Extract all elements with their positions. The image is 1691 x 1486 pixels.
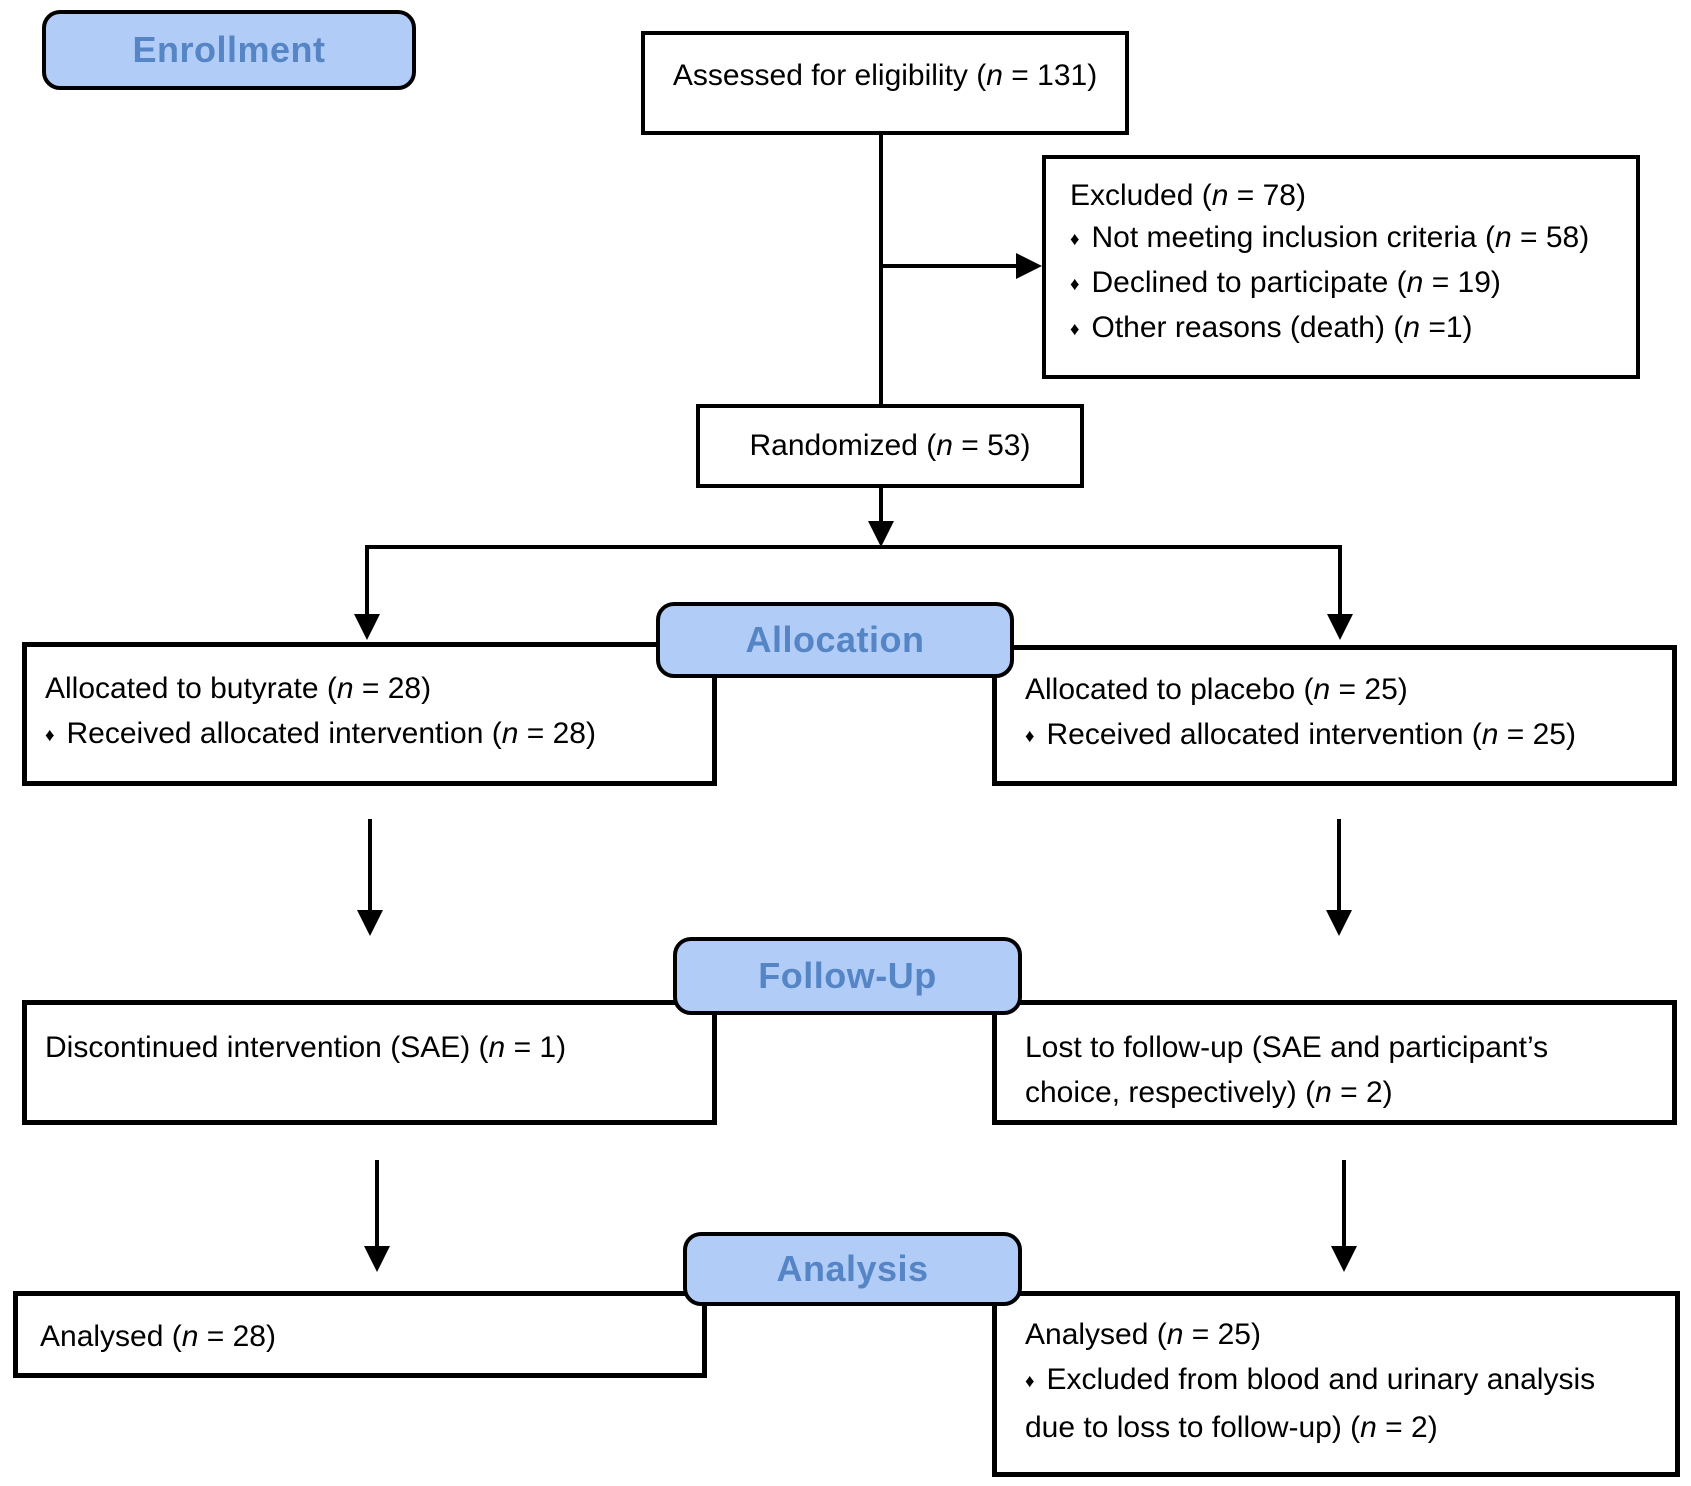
connector-branch-left	[365, 549, 369, 615]
stage-label-analysis: Analysis	[776, 1248, 929, 1289]
stage-badge-enrollment: Enrollment	[42, 10, 416, 90]
branch-line	[365, 545, 1342, 549]
arrowhead-analysis-left	[364, 1246, 390, 1272]
stage-badge-allocation: Allocation	[656, 602, 1014, 678]
arrowhead-analysis-right	[1331, 1246, 1357, 1272]
box-allocated-butyrate: Allocated to butyrate (n = 28)♦Received …	[22, 642, 717, 786]
box-followup-butyrate: Discontinued intervention (SAE) (n = 1)	[22, 1000, 717, 1125]
box-analysed-placebo: Analysed (n = 25)♦Excluded from blood an…	[992, 1291, 1680, 1477]
arrowhead-followup-left	[357, 910, 383, 936]
connector-to-excluded	[881, 264, 1016, 268]
arrowhead-alloc-right	[1327, 614, 1353, 640]
stage-badge-followup: Follow-Up	[673, 937, 1022, 1015]
box-allocated-placebo: Allocated to placebo (n = 25)♦Received a…	[992, 645, 1677, 786]
box-randomized: Randomized (n = 53)	[696, 404, 1084, 488]
connector-followup-to-analysis-right	[1342, 1160, 1346, 1247]
box-assessed-for-eligibility: Assessed for eligibility (n = 131)	[641, 31, 1129, 135]
connector-alloc-to-followup-right	[1337, 819, 1341, 911]
box-followup-placebo: Lost to follow-up (SAE and participant’s…	[992, 1000, 1677, 1125]
connector-alloc-to-followup-left	[368, 819, 372, 911]
stage-label-enrollment: Enrollment	[132, 29, 326, 70]
stage-label-allocation: Allocation	[745, 619, 925, 660]
stage-label-followup: Follow-Up	[758, 955, 937, 996]
arrowhead-branch	[868, 521, 894, 547]
box-excluded: Excluded (n = 78)♦Not meeting inclusion …	[1042, 155, 1640, 379]
box-analysed-butyrate: Analysed (n = 28)	[13, 1291, 707, 1378]
stage-badge-analysis: Analysis	[683, 1232, 1022, 1306]
arrowhead-followup-right	[1326, 910, 1352, 936]
arrowhead-alloc-left	[354, 614, 380, 640]
arrowhead-excluded	[1016, 253, 1042, 279]
connector-followup-to-analysis-left	[375, 1160, 379, 1247]
connector-randomized-to-branch	[879, 486, 883, 522]
connector-branch-right	[1338, 549, 1342, 615]
